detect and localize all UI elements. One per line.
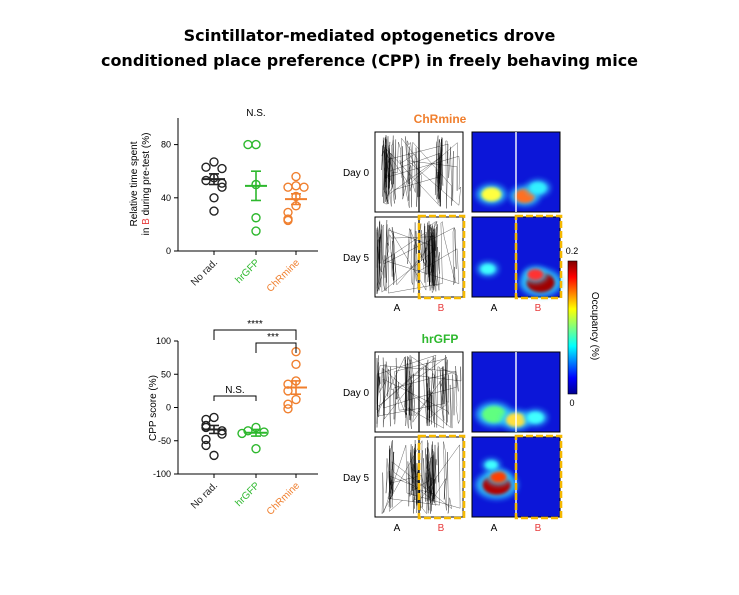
colorbar: 0.2 0 Occupancy (%): [566, 246, 600, 408]
figure-title-line-2: conditioned place preference (CPP) in fr…: [100, 51, 639, 70]
data-point: [291, 359, 301, 369]
significance-label: ***: [267, 332, 279, 343]
colorbar-gradient: [567, 260, 578, 395]
significance-bracket: [213, 395, 257, 401]
data-point: [251, 444, 261, 454]
significance-label: ****: [247, 319, 263, 330]
category-label: No rad.: [189, 480, 220, 511]
data-point: [209, 206, 219, 216]
y-tick-label: 40: [161, 193, 171, 203]
heatmap-hotspot: [482, 406, 506, 423]
data-point: [291, 181, 301, 191]
y-tick-label: 0: [166, 403, 171, 413]
y-axis-label: CPP score (%): [148, 375, 159, 441]
y-axis-label: Relative time spentin B during pre-test …: [129, 133, 152, 236]
y-axis-label-chamber: B: [141, 218, 152, 225]
trajectory-trace: [376, 219, 460, 294]
data-point: [291, 171, 301, 182]
chamber-label: A: [491, 523, 498, 534]
data-point: [251, 139, 261, 150]
data-point: [201, 440, 211, 451]
significance-bracket: [213, 329, 297, 340]
y-axis-label-rest: during pre-test (%): [141, 133, 152, 219]
highlight-box: [514, 214, 563, 300]
chamber-label: B: [535, 523, 542, 534]
data-point: [201, 434, 211, 445]
data-point: [283, 399, 293, 409]
category-label: No rad.: [189, 257, 220, 288]
data-point: [283, 404, 293, 414]
chamber-label: B: [438, 303, 445, 314]
data-point: [217, 163, 227, 174]
colorbar-label: Occupancy (%): [589, 292, 600, 360]
category-label: hrGFP: [234, 480, 263, 509]
category-label: ChRmine: [265, 480, 303, 518]
data-point: [299, 182, 309, 192]
highlight-box: [417, 434, 466, 520]
y-axis-label-line-2: in: [141, 225, 152, 236]
chamber-label: A: [394, 303, 401, 314]
data-point: [283, 215, 293, 226]
y-tick-label: 80: [161, 140, 171, 150]
heatmap-hotspot: [527, 269, 544, 281]
heatmap-hotspot: [490, 471, 507, 483]
data-point: [291, 394, 301, 405]
heatmap-group-hrgfp: hrGFP Day 0 Day 5 A A B B: [343, 332, 563, 534]
chamber-label: B: [438, 523, 445, 534]
day-label: Day 5: [343, 253, 370, 264]
y-tick-label: 50: [161, 369, 171, 379]
heatmap-hotspot: [527, 412, 544, 424]
chamber-label: B: [535, 303, 542, 314]
trajectory-trace: [376, 354, 462, 429]
figure-title-line-1: Scintillator-mediated optogenetics drove: [183, 26, 556, 45]
significance-label: N.S.: [246, 108, 265, 119]
heatmap-hotspot: [530, 182, 546, 194]
data-point: [209, 450, 219, 461]
chamber-label: A: [491, 303, 498, 314]
data-point: [251, 226, 261, 236]
colorbar-min-label: 0: [569, 398, 574, 408]
highlight-box: [514, 434, 563, 520]
y-tick-label: 0: [166, 246, 171, 256]
significance-bracket: [255, 342, 297, 353]
heatmap-hotspot: [480, 264, 495, 274]
data-point: [209, 193, 219, 203]
day-label: Day 0: [343, 388, 370, 399]
category-label: ChRmine: [265, 257, 303, 295]
colorbar-max-label: 0.2: [566, 246, 579, 256]
day-label: Day 5: [343, 473, 370, 484]
category-label: hrGFP: [234, 257, 263, 286]
chamber-label: A: [394, 523, 401, 534]
y-tick-label: 100: [156, 336, 171, 346]
y-tick-label: -50: [158, 436, 171, 446]
highlight-box: [417, 214, 466, 300]
data-point: [217, 182, 227, 192]
heatmap-hotspot: [485, 460, 498, 470]
data-point: [283, 182, 293, 192]
y-tick-label: -100: [153, 469, 171, 479]
significance-label: N.S.: [225, 385, 244, 396]
data-point: [243, 426, 253, 436]
trajectory-trace: [381, 134, 461, 209]
group-label: ChRmine: [414, 112, 467, 126]
data-point: [201, 162, 211, 172]
data-point: [209, 412, 219, 423]
data-point: [251, 213, 261, 223]
data-point: [217, 426, 227, 436]
data-point: [209, 157, 219, 167]
data-point: [243, 139, 253, 150]
heatmap-hotspot: [481, 187, 502, 202]
data-point: [201, 175, 211, 186]
day-label: Day 0: [343, 168, 370, 179]
y-axis-label-line-1: Relative time spent: [129, 141, 140, 226]
group-label: hrGFP: [422, 332, 459, 346]
data-point: [201, 422, 211, 433]
